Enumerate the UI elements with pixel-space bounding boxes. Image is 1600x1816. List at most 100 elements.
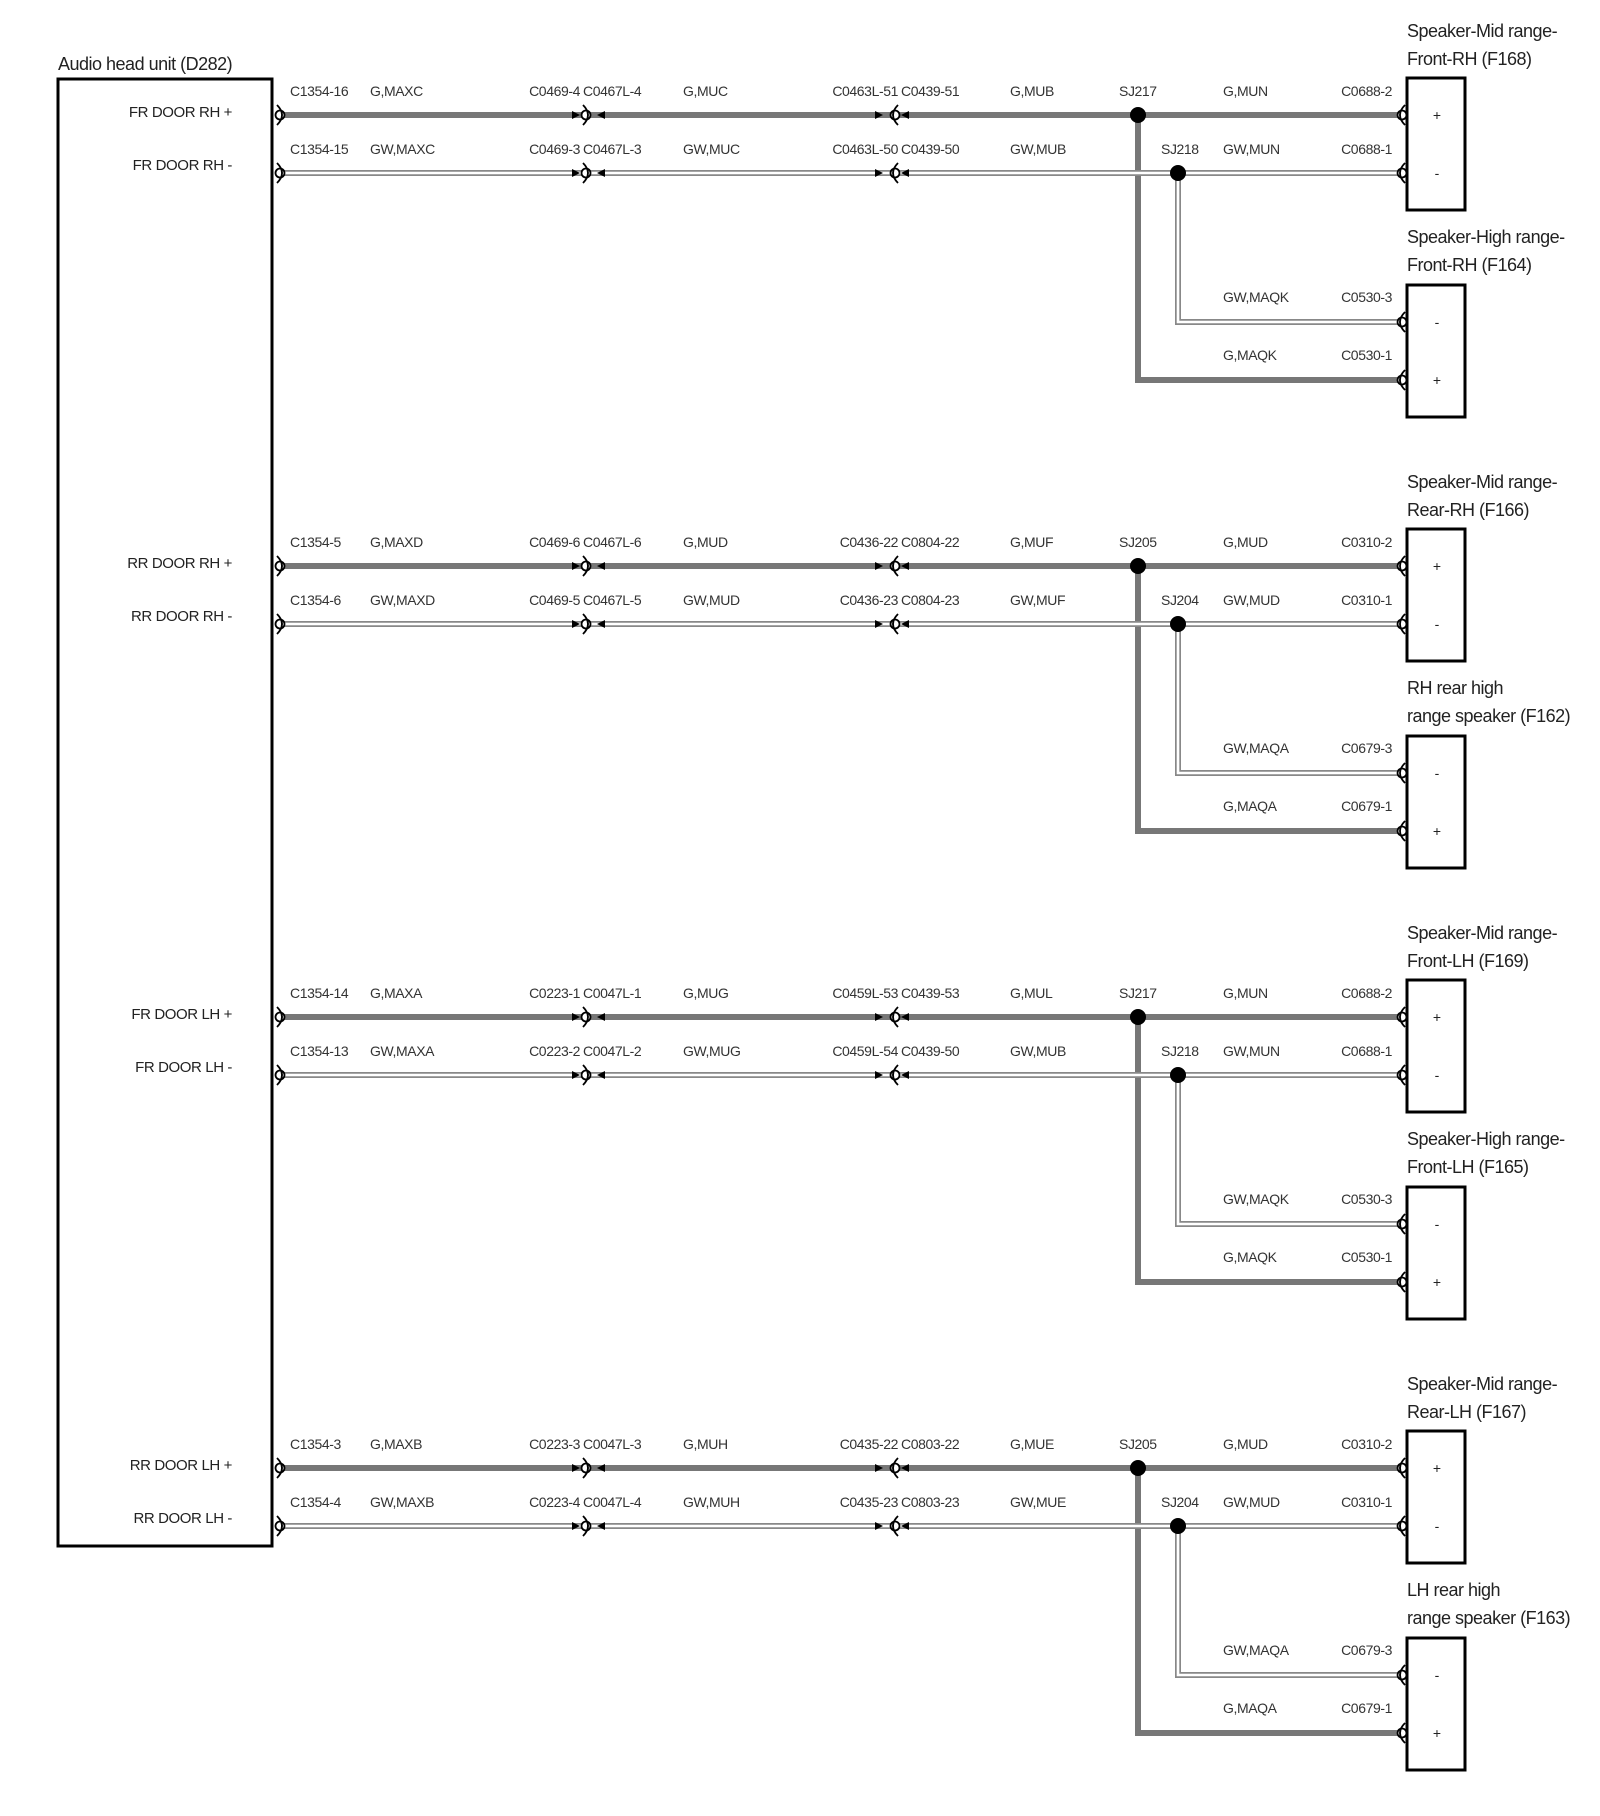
label-hu-conn-minus-3: C1354-4 — [290, 1494, 342, 1510]
speaker1-plus-label-3: + — [1433, 1460, 1441, 1476]
speaker2-plus-label-1: + — [1433, 823, 1441, 839]
hu-connector-plus-0-pin — [274, 109, 286, 121]
speaker1-title-line2-0: Front-RH (F168) — [1407, 49, 1532, 69]
label-end-minus-2: C0688-1 — [1341, 1043, 1393, 1059]
label-c3b-minus-1: C0804-23 — [901, 592, 960, 608]
label-c2b-minus-1: C0467L-5 — [583, 592, 642, 608]
speaker1-box-2 — [1405, 978, 1467, 1114]
spk1-connector-plus-2-pin — [1396, 1011, 1408, 1023]
hu-connector-minus-0 — [274, 162, 286, 184]
spk2-connector-plus-1-socket — [1399, 820, 1406, 842]
splice-dot-minus-3 — [1170, 1518, 1186, 1534]
c3-connector-plus-2 — [889, 1006, 901, 1028]
c3-connector-plus-1 — [889, 555, 901, 577]
label-w2-plus-0: G,MUC — [683, 83, 728, 99]
wire-branch-plus-0 — [1135, 115, 1402, 383]
label-c2a-plus-3: C0223-3 — [529, 1436, 581, 1452]
label-w3-plus-3: G,MUE — [1010, 1436, 1054, 1452]
c2-arrow-out-plus-0 — [597, 111, 605, 119]
label-hu-conn-minus-0: C1354-15 — [290, 141, 349, 157]
hu-pin-label-plus-2: FR DOOR LH + — [131, 1006, 232, 1023]
c3-arrow-out-plus-0 — [901, 111, 909, 119]
hu-pin-label-minus-2: FR DOOR LH - — [135, 1059, 232, 1076]
c3-arrow-in-plus-2 — [875, 1013, 883, 1021]
hu-pin-label-minus-3: RR DOOR LH - — [133, 1510, 232, 1527]
c2-connector-minus-3-socket — [582, 1515, 589, 1537]
hu-connector-minus-2-socket — [276, 1064, 283, 1086]
head-unit-title: Audio head unit (D282) — [58, 54, 232, 74]
speaker1-minus-label-3: - — [1435, 1518, 1440, 1534]
speaker2-box-2 — [1405, 1185, 1467, 1321]
label-c2b-plus-1: C0467L-6 — [583, 534, 642, 550]
label-hu-conn-plus-1: C1354-5 — [290, 534, 342, 550]
c2-connector-plus-0-pin — [580, 109, 592, 121]
label-c3b-plus-3: C0803-22 — [901, 1436, 960, 1452]
spk2-connector-minus-1-pin — [1396, 767, 1408, 779]
spk2-connector-minus-0-pin — [1396, 316, 1408, 328]
c2-arrow-out-plus-2 — [597, 1013, 605, 1021]
speaker1-title-line1-2: Speaker-Mid range- — [1407, 923, 1558, 943]
spk1-connector-minus-0-socket — [1399, 162, 1406, 184]
label-end-plus-3: C0310-2 — [1341, 1436, 1393, 1452]
hu-connector-minus-3-pin — [274, 1520, 286, 1532]
label-w4-plus-0: G,MUN — [1223, 83, 1268, 99]
c2-connector-minus-2 — [580, 1064, 592, 1086]
spk2-connector-plus-3-socket — [1399, 1722, 1406, 1744]
speaker1-plus-label-2: + — [1433, 1009, 1441, 1025]
label-c2a-minus-2: C0223-2 — [529, 1043, 581, 1059]
spk1-connector-minus-2-socket — [1399, 1064, 1406, 1086]
spk2-connector-plus-2-pin — [1396, 1276, 1408, 1288]
head-unit-box — [56, 77, 274, 1548]
spk1-connector-plus-3-socket — [1399, 1457, 1406, 1479]
label-c3a-minus-3: C0435-23 — [840, 1494, 899, 1510]
speaker1-plus-label-0: + — [1433, 107, 1441, 123]
label-hu-wire-minus-1: GW,MAXD — [370, 592, 435, 608]
c2-arrow-in-plus-2 — [572, 1013, 580, 1021]
wire-branch-minus-3 — [1175, 1526, 1402, 1678]
c3-connector-minus-1-socket — [892, 613, 899, 635]
label-w4-plus-1: G,MUD — [1223, 534, 1268, 550]
label-c2a-plus-1: C0469-6 — [529, 534, 581, 550]
spk2-connector-minus-2 — [1396, 1213, 1408, 1235]
label-c3b-plus-2: C0439-53 — [901, 985, 960, 1001]
c3-connector-minus-1-pin — [889, 618, 901, 630]
speaker2-title-line2-0: Front-RH (F164) — [1407, 255, 1532, 275]
speaker1-box-3 — [1405, 1429, 1467, 1565]
speaker2-title-line1-0: Speaker-High range- — [1407, 227, 1565, 247]
hu-connector-plus-1-socket — [276, 555, 283, 577]
hu-connector-plus-1-pin — [274, 560, 286, 572]
label-c3b-minus-2: C0439-50 — [901, 1043, 960, 1059]
spk1-connector-plus-3-pin — [1396, 1462, 1408, 1474]
c2-connector-plus-1-pin — [580, 560, 592, 572]
label-w3-minus-1: GW,MUF — [1010, 592, 1065, 608]
speaker1-title-line1-0: Speaker-Mid range- — [1407, 21, 1558, 41]
c3-connector-minus-3-socket — [892, 1515, 899, 1537]
label-w3-plus-1: G,MUF — [1010, 534, 1053, 550]
spk1-connector-plus-3 — [1396, 1457, 1408, 1479]
label-hu-wire-minus-3: GW,MAXB — [370, 1494, 434, 1510]
spk1-connector-minus-3 — [1396, 1515, 1408, 1537]
hu-connector-plus-0 — [274, 104, 286, 126]
splice-dot-plus-1 — [1130, 558, 1146, 574]
label-hu-wire-plus-3: G,MAXB — [370, 1436, 422, 1452]
speaker2-minus-label-1: - — [1435, 765, 1440, 781]
c3-connector-minus-0-socket — [892, 162, 899, 184]
wire-branch-minus-1-core — [1176, 624, 1402, 775]
c3-connector-minus-3-pin — [889, 1520, 901, 1532]
wire-branch-minus-0 — [1175, 173, 1402, 325]
c2-connector-plus-3-pin — [580, 1462, 592, 1474]
c2-arrow-out-minus-0 — [597, 169, 605, 177]
label-end-plus-2: C0688-2 — [1341, 985, 1393, 1001]
label-branch-minus-wire-1: GW,MAQA — [1223, 740, 1290, 756]
c2-arrow-out-plus-1 — [597, 562, 605, 570]
label-branch-plus-conn-3: C0679-1 — [1341, 1700, 1393, 1716]
spk2-connector-plus-2 — [1396, 1271, 1408, 1293]
speaker2-box-1 — [1405, 734, 1467, 870]
label-splice-plus-1: SJ205 — [1119, 534, 1157, 550]
c2-connector-plus-2-pin — [580, 1011, 592, 1023]
c3-arrow-in-plus-1 — [875, 562, 883, 570]
label-branch-plus-conn-0: C0530-1 — [1341, 347, 1393, 363]
label-hu-wire-plus-1: G,MAXD — [370, 534, 423, 550]
hu-connector-plus-2 — [274, 1006, 286, 1028]
label-branch-plus-wire-1: G,MAQA — [1223, 798, 1278, 814]
